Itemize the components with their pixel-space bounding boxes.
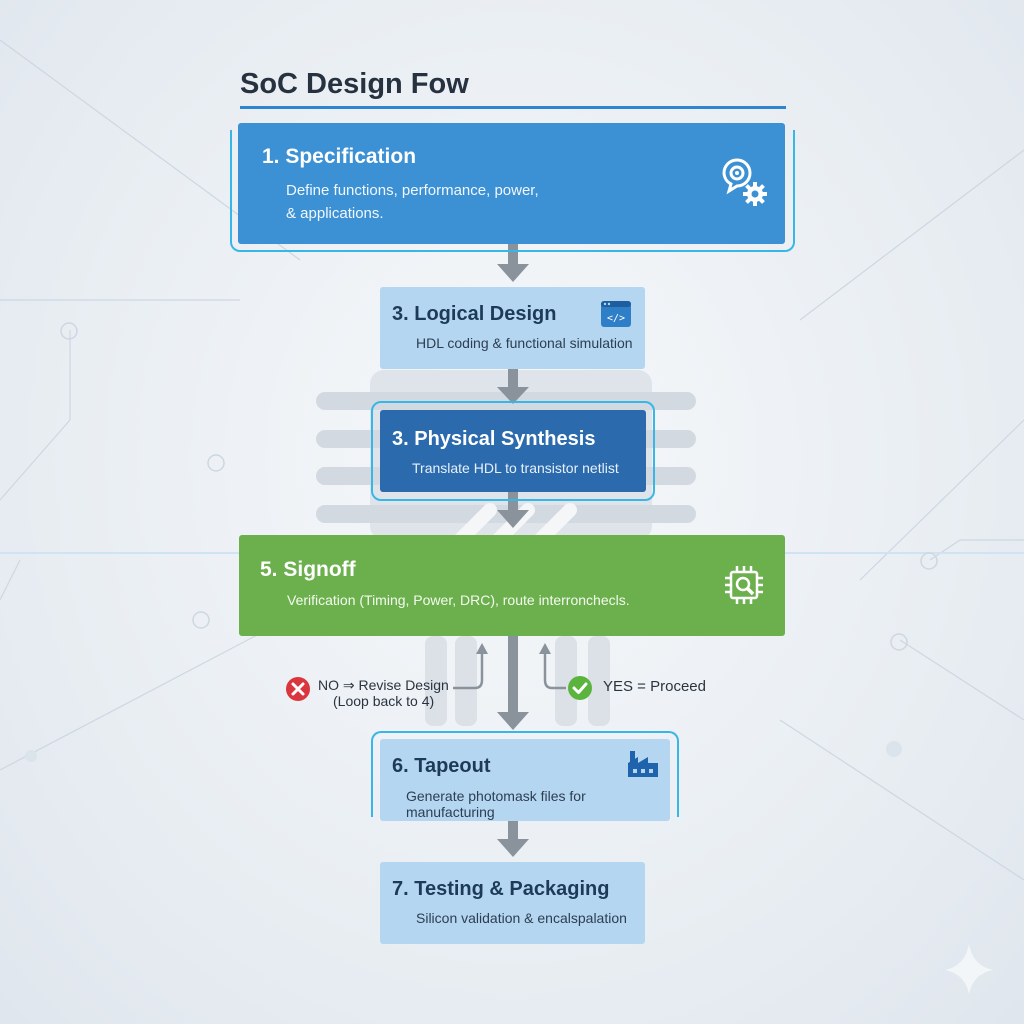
step-description: HDL coding & functional simulation	[416, 335, 633, 351]
chip-magnifier-icon	[725, 566, 763, 604]
gears-chat-icon	[722, 158, 767, 206]
step-signoff[interactable]: 5. Signoff Verification (Timing, Power, …	[239, 535, 785, 636]
step-title: 6. Tapeout	[392, 755, 491, 777]
no-loop-back-label: (Loop back to 4)	[333, 693, 435, 709]
step-logical-design[interactable]: 3. Logical Design HDL coding & functiona…	[380, 287, 645, 369]
step-description: Generate photomask files for manufacturi…	[406, 788, 586, 820]
synthesis-accent-frame	[371, 401, 655, 501]
factory-icon	[628, 751, 658, 777]
step-description-line: & applications.	[286, 205, 384, 222]
step-tapeout[interactable]: 6. Tapeout Generate photomask files for …	[380, 739, 670, 821]
code-window-icon: </>	[601, 301, 631, 327]
step-specification[interactable]: 1. Specification Define functions, perfo…	[238, 123, 785, 244]
page-title: SoC Design Fow	[240, 68, 469, 100]
step-title: 3. Physical Synthesis	[392, 428, 596, 450]
tapeout-accent-frame	[371, 731, 679, 817]
no-x-icon	[286, 677, 310, 701]
step-title: 1. Specification	[262, 145, 417, 168]
step-testing-packaging[interactable]: 7. Testing & Packaging Silicon validatio…	[380, 862, 645, 944]
step-description: Verification (Timing, Power, DRC), route…	[287, 592, 630, 608]
step-description: Translate HDL to transistor netlist	[412, 460, 619, 476]
step-title: 3. Logical Design	[392, 303, 557, 325]
no-revise-label: NO ⇒ Revise Design	[318, 677, 449, 693]
specification-accent-frame	[230, 130, 795, 252]
step-physical-synthesis[interactable]: 3. Physical Synthesis Translate HDL to t…	[380, 410, 646, 492]
yes-proceed-label: YES = Proceed	[603, 678, 706, 695]
step-description: Define functions, performance, power, & …	[286, 179, 576, 225]
step-title: 5. Signoff	[260, 558, 356, 581]
step-description-line: Define functions, performance, power,	[286, 182, 539, 199]
yes-check-icon	[568, 676, 592, 700]
step-description: Silicon validation & encalspalation	[416, 910, 627, 926]
svg-text:</>: </>	[607, 313, 625, 324]
step-title: 7. Testing & Packaging	[392, 878, 610, 900]
title-underline	[240, 106, 786, 109]
